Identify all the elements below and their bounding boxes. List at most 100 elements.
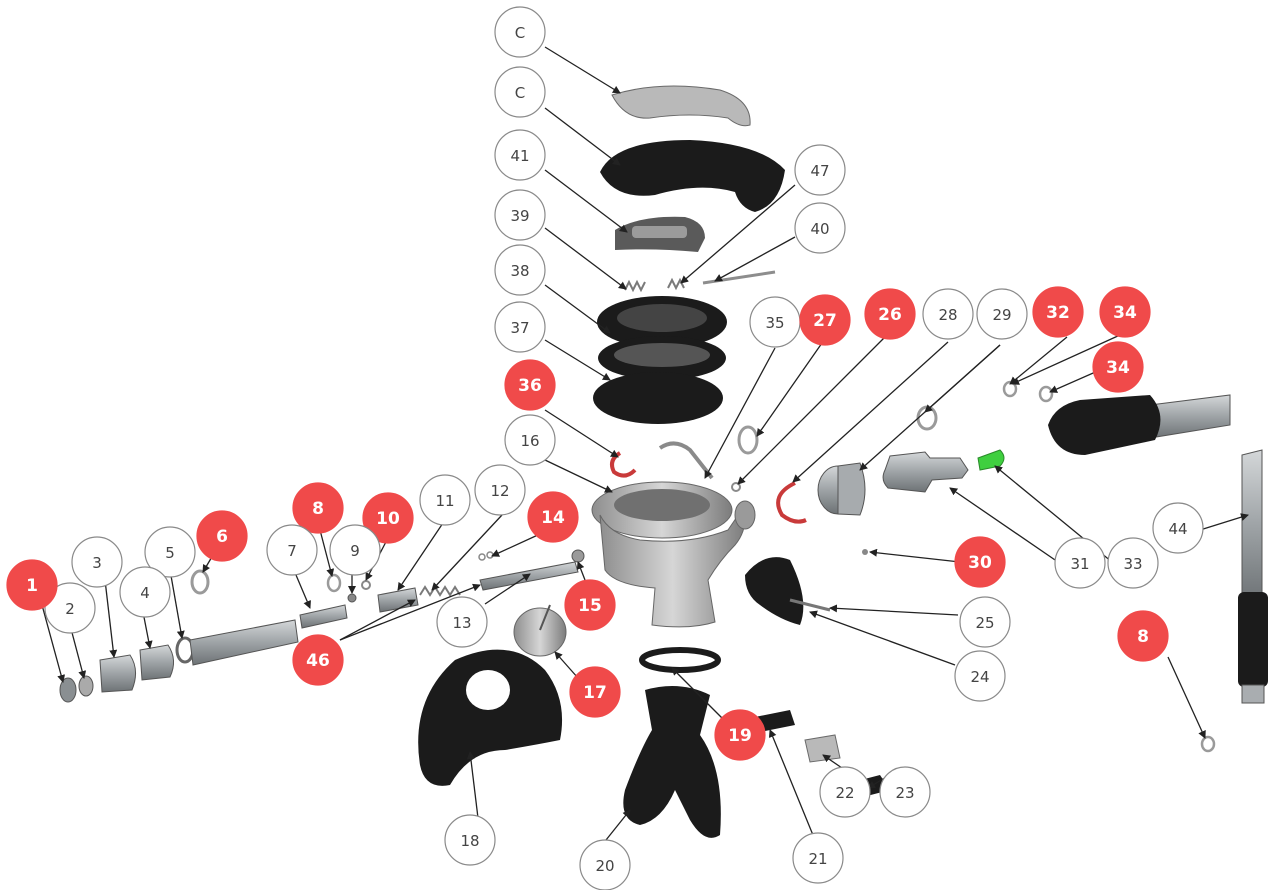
callout-circle xyxy=(922,288,974,340)
callout-circle xyxy=(564,579,616,631)
callout-8-47: 8 xyxy=(1117,610,1169,662)
ring-10-part xyxy=(361,580,371,590)
pin-40-part xyxy=(702,270,776,285)
exhaust-valve-17-part xyxy=(513,607,567,657)
callout-circle xyxy=(444,814,496,866)
spring-12-part xyxy=(419,585,461,597)
callout-5-26: 5 xyxy=(144,526,196,578)
callout-13-31: 13 xyxy=(436,596,488,648)
callout-8-22: 8 xyxy=(292,482,344,534)
callout-17-34: 17 xyxy=(569,666,621,718)
callout-circle xyxy=(1092,341,1144,393)
leader-44 xyxy=(1199,513,1249,531)
leader-25 xyxy=(829,604,959,616)
callout-circle xyxy=(1152,502,1204,554)
callout-label: 25 xyxy=(975,614,994,632)
callout-circle xyxy=(504,359,556,411)
leader-27 xyxy=(756,342,823,437)
callout-circle xyxy=(819,766,871,818)
oring-27-part xyxy=(737,425,759,455)
pin-25-part xyxy=(789,598,831,612)
ring-38-inner xyxy=(614,343,710,367)
leader-12 xyxy=(431,514,503,591)
leader-40 xyxy=(714,236,796,282)
exhaust-valve-17-stem xyxy=(539,604,551,631)
callout-circle xyxy=(579,839,631,890)
leader-19 xyxy=(671,667,723,719)
leader-21 xyxy=(768,729,816,841)
callout-label: 28 xyxy=(938,306,957,324)
callout-label: 3 xyxy=(92,554,102,572)
leader-8-right xyxy=(1167,656,1206,739)
callout-label: 5 xyxy=(165,544,175,562)
callout-circle xyxy=(976,288,1028,340)
leader-34b xyxy=(1049,369,1101,393)
callout-circle xyxy=(144,526,196,578)
callout-44-46: 44 xyxy=(1152,502,1204,554)
badge-22-part xyxy=(804,734,841,763)
lever-35-part xyxy=(658,441,714,480)
callout-circle xyxy=(569,666,621,718)
callout-label: 9 xyxy=(350,542,360,560)
callout-circle xyxy=(794,144,846,196)
callout-label: 26 xyxy=(878,305,902,325)
callout-circle xyxy=(954,650,1006,702)
seat-15-part xyxy=(571,549,585,563)
callout-4-28: 4 xyxy=(119,566,171,618)
leader-46a xyxy=(339,599,416,641)
leader-5 xyxy=(169,569,185,639)
bracket-24-part xyxy=(745,557,804,625)
callout-36-16: 36 xyxy=(504,359,556,411)
callout-label: 34 xyxy=(1113,303,1137,323)
callout-6-25: 6 xyxy=(196,510,248,562)
leader-lines xyxy=(41,46,1249,846)
leader-16 xyxy=(544,459,613,493)
leader-20 xyxy=(601,809,631,846)
callout-38-6: 38 xyxy=(494,244,546,296)
leader-c-top xyxy=(544,46,621,94)
cover-c-grey-part xyxy=(611,85,751,127)
purge-button-label-plate xyxy=(632,226,687,238)
callout-10-21: 10 xyxy=(362,492,414,544)
leader-34a xyxy=(1011,334,1121,385)
leader-36 xyxy=(544,409,619,458)
callout-14-20: 14 xyxy=(527,491,579,543)
callout-circle xyxy=(6,559,58,611)
callout-circle xyxy=(292,482,344,534)
callout-label: 2 xyxy=(65,600,75,618)
callout-label: 7 xyxy=(287,542,297,560)
leader-22 xyxy=(822,754,843,769)
leader-31 xyxy=(949,487,1059,563)
callout-circle xyxy=(329,524,381,576)
hose-grip-part xyxy=(1048,395,1161,455)
callout-12-18: 12 xyxy=(474,464,526,516)
parts-illustration xyxy=(59,85,1268,838)
callout-label: 6 xyxy=(216,527,228,547)
callout-label: 10 xyxy=(376,509,400,529)
callout-circle xyxy=(1032,286,1084,338)
callout-label: 8 xyxy=(1137,627,1149,647)
leader-14 xyxy=(491,533,541,557)
callout-29-12: 29 xyxy=(976,288,1028,340)
leader-c-black xyxy=(544,107,621,166)
ring-39-inner xyxy=(617,304,707,332)
callout-circle xyxy=(1099,286,1151,338)
insert-33-part xyxy=(977,449,1005,471)
stem-7-part xyxy=(299,604,348,629)
callout-label: 8 xyxy=(312,499,324,519)
body-16-part xyxy=(599,503,746,628)
leader-32 xyxy=(1009,336,1068,385)
callout-label: 11 xyxy=(435,492,454,510)
callout-46-33: 46 xyxy=(292,634,344,686)
oring-26-part xyxy=(731,482,741,492)
callout-circle xyxy=(1054,537,1106,589)
leader-15 xyxy=(576,561,586,581)
callout-label: 15 xyxy=(578,596,602,616)
knob-3-part xyxy=(99,654,136,693)
ring-9-part xyxy=(347,593,357,603)
callout-label: 4 xyxy=(140,584,150,602)
screw-30-part xyxy=(862,549,868,555)
callout-7-24: 7 xyxy=(266,524,318,576)
